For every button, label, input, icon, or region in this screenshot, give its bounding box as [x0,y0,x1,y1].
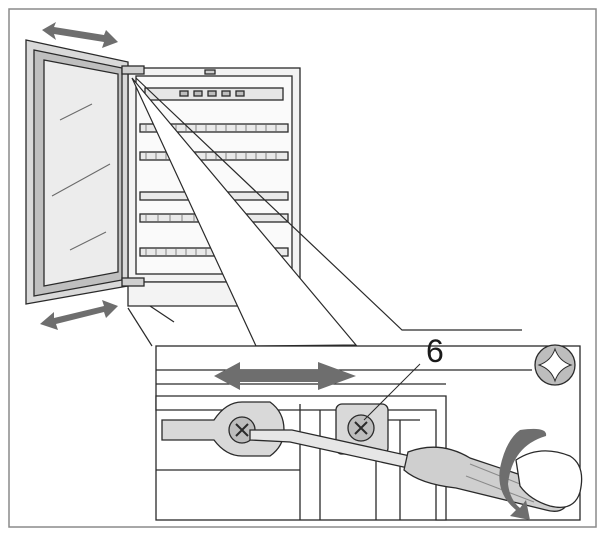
hand-icon [515,450,583,509]
screw-left [228,416,256,444]
hinge-plate [155,395,447,521]
double-arrow-icon [214,362,356,390]
rotate-arrow-icon [499,428,547,520]
detail-leader-lines [127,77,522,347]
screw-right [347,414,375,442]
top-hinge [121,65,145,75]
callout-leader [363,363,421,421]
bottom-hinge [121,277,145,287]
torx-bit-icon [534,344,576,386]
door-glass [43,59,119,287]
callout-label: 6 [426,333,444,369]
figure-border [8,8,597,528]
double-arrow-icon [40,300,118,330]
double-arrow-icon [42,22,118,48]
